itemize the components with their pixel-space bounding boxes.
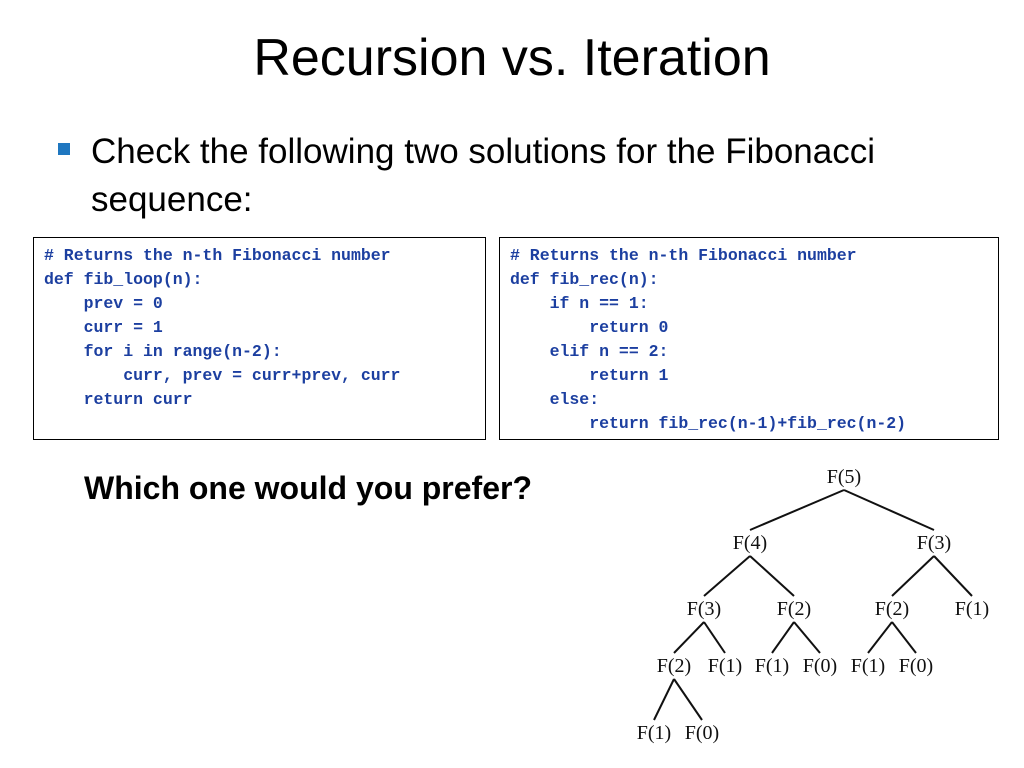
code-line: def fib_loop(n): <box>44 270 203 289</box>
tree-node-n1d: F(1) <box>851 655 885 677</box>
code-line: # Returns the n-th Fibonacci number <box>510 246 857 265</box>
code-line: if n == 1: <box>510 294 649 313</box>
tree-edge-n3b-n1b <box>933 555 973 597</box>
question-text: Which one would you prefer? <box>84 470 532 506</box>
tree-node-n0c: F(0) <box>685 722 719 744</box>
code-line: return curr <box>44 390 193 409</box>
recursion-tree-diagram: F(5) F(4) F(3) F(3) F(2) F(2) F(1) F(2) F(1) F(1)… <box>594 458 1000 754</box>
tree-edge-n2a-n0c <box>673 678 703 721</box>
tree-node-n3a: F(3) <box>687 598 721 620</box>
tree-node-n0b: F(0) <box>899 655 933 677</box>
tree-node-n3b: F(3) <box>917 532 951 554</box>
tree-edge-n4-n3a <box>703 555 751 597</box>
tree-node-n2c: F(2) <box>875 598 909 620</box>
tree-edge-n3a-n2a <box>673 621 705 654</box>
code-line: prev = 0 <box>44 294 163 313</box>
code-line: curr = 1 <box>44 318 163 337</box>
tree-node-n4: F(4) <box>733 532 767 554</box>
code-line: curr, prev = curr+prev, curr <box>44 366 401 385</box>
code-line: return 1 <box>510 366 669 385</box>
code-line: # Returns the n-th Fibonacci number <box>44 246 391 265</box>
tree-edge-n4-n2b <box>749 555 795 597</box>
tree-edge-n5-n3b <box>843 489 935 531</box>
tree-edge-n5-n4 <box>749 489 845 531</box>
tree-edge-n2a-n1e <box>653 678 675 721</box>
code-line: elif n == 2: <box>510 342 669 361</box>
fib-rec-code-box: # Returns the n-th Fibonacci number def … <box>499 237 999 440</box>
tree-node-n5: F(5) <box>827 466 861 488</box>
tree-edge-n2c-n0b <box>891 621 917 654</box>
tree-edge-n2c-n1d <box>867 621 893 654</box>
tree-edge-n2b-n1c <box>771 621 795 654</box>
recursion-tree-svg: F(5) F(4) F(3) F(3) F(2) F(2) F(1) F(2) F(1) F(1)… <box>637 466 989 744</box>
tree-edge-n3b-n2c <box>891 555 935 597</box>
tree-node-n1c: F(1) <box>755 655 789 677</box>
tree-node-n2b: F(2) <box>777 598 811 620</box>
code-line: return 0 <box>510 318 669 337</box>
tree-node-n1e: F(1) <box>637 722 671 744</box>
tree-node-n1b: F(1) <box>955 598 989 620</box>
code-line: def fib_rec(n): <box>510 270 659 289</box>
tree-edge-n3a-n1a <box>703 621 726 654</box>
tree-node-n2a: F(2) <box>657 655 691 677</box>
code-line: for i in range(n-2): <box>44 342 282 361</box>
slide-title: Recursion vs. Iteration <box>253 29 771 87</box>
code-line: else: <box>510 390 600 409</box>
bullet-square-icon <box>58 143 70 155</box>
code-line: return fib_rec(n-1)+fib_rec(n-2) <box>510 414 907 433</box>
tree-node-n0a: F(0) <box>803 655 837 677</box>
tree-node-n1a: F(1) <box>708 655 742 677</box>
fib-loop-code-box: # Returns the n-th Fibonacci number def … <box>33 237 486 440</box>
bullet-text: Check the following two solutions for th… <box>91 132 876 219</box>
tree-edge-n2b-n0a <box>793 621 821 654</box>
